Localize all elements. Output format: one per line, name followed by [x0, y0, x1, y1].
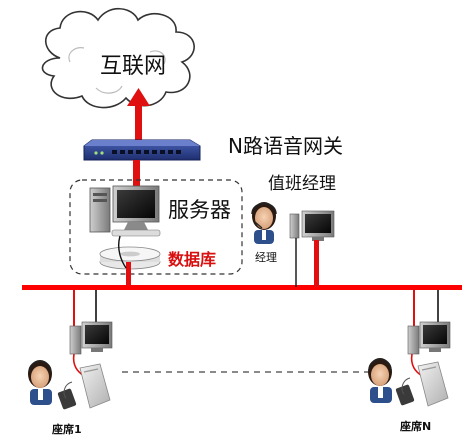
manager-label: 经理 — [255, 251, 277, 264]
gateway-server-link — [133, 160, 140, 190]
gateway-label: N路语音网关 — [228, 134, 343, 158]
main-network-line — [22, 285, 462, 290]
desktop-computer-icon — [407, 321, 451, 355]
headset-agent-icon — [368, 358, 392, 403]
duty-manager-workstation — [251, 202, 335, 287]
uplink-arrow — [127, 88, 150, 142]
duty-manager-label: 值班经理 — [268, 174, 336, 194]
internet-label: 互联网 — [100, 54, 167, 79]
seat-1-label: 座席1 — [52, 423, 82, 436]
server-label: 服务器 — [168, 198, 231, 222]
desktop-computer-icon — [289, 210, 335, 241]
seat-n-label: 座席N — [400, 420, 432, 433]
server-group-box — [69, 179, 243, 275]
server-computer-icon — [89, 185, 161, 237]
desk-phone-icon — [395, 361, 449, 407]
database-label: 数据库 — [168, 250, 217, 269]
seat-n-workstation — [368, 290, 451, 407]
desk-phone-icon — [57, 363, 111, 410]
seat-1-workstation — [28, 290, 113, 410]
server-cable — [117, 235, 127, 269]
network-switch-icon — [83, 139, 201, 161]
cloud-icon — [41, 7, 195, 109]
headset-agent-icon — [251, 202, 277, 244]
desktop-computer-icon — [69, 321, 113, 355]
server-main-link — [126, 262, 131, 288]
headset-agent-icon — [28, 360, 52, 405]
